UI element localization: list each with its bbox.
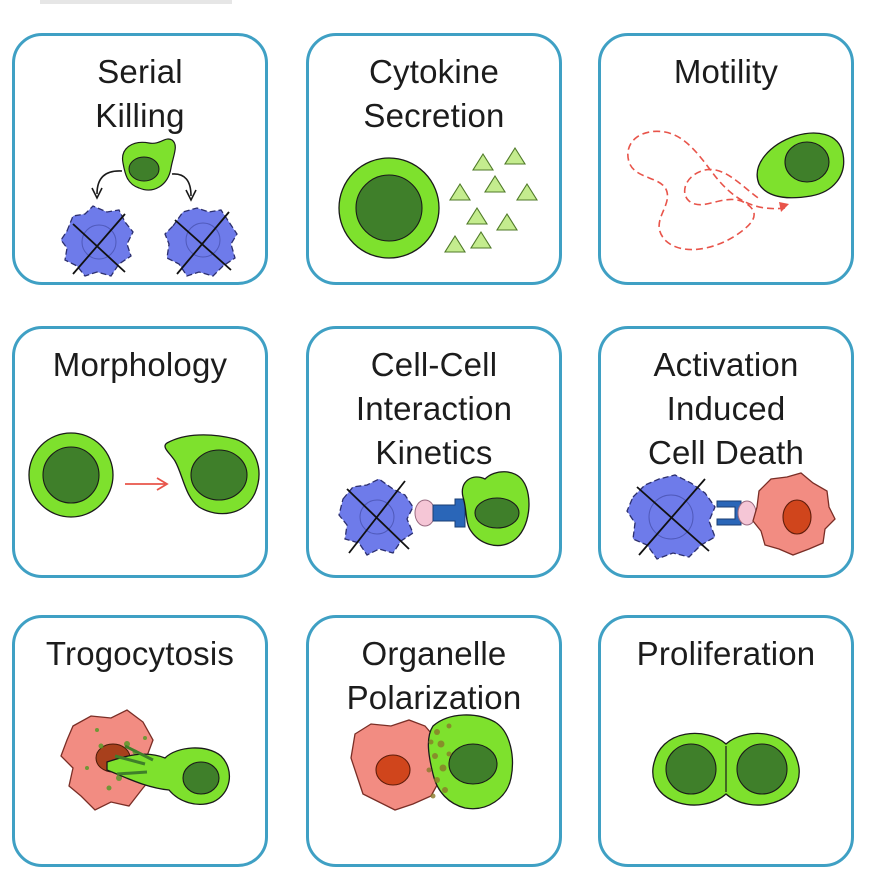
target-cell-nucleus [375,754,411,786]
panel-title: Cytokine Secretion [363,53,505,134]
trogocytosis-illustration [60,709,231,811]
panel-title: Organelle Polarization [346,635,522,716]
synapse-antigen [414,499,436,527]
t-cell-nucleus [448,743,498,785]
panel-cell-cell-interaction-kinetics: Cell-Cell Interaction Kinetics [306,326,562,578]
path-arrowhead [779,202,789,212]
panel-title: Serial Killing [95,53,185,134]
top-edge-line [40,0,232,4]
t-cell-nucleus [355,174,423,242]
organelle-polarization-illustration [350,714,514,811]
panel-motility: Motility [598,33,854,285]
motility-illustration [627,130,845,251]
panel-title: Morphology [52,346,228,383]
panel-morphology: Morphology [12,326,268,578]
polarized-t-cell-nucleus [190,449,248,501]
t-cell-nucleus [474,497,520,529]
panel-title: Cell-Cell Interaction Kinetics [355,346,513,471]
cytokine-secretion-illustration [338,146,538,259]
panel-organelle-polarization: Organelle Polarization [306,615,562,867]
t-cell-nucleus [784,141,830,183]
synapse-receptor [432,498,466,528]
proliferation-illustration [652,732,800,806]
activation-induced-cell-death-illustration [626,472,836,560]
morphology-illustration [28,432,260,518]
dying-t-cell-nucleus [782,499,812,535]
panel-proliferation: Proliferation [598,615,854,867]
polarized-organelles [426,723,452,799]
panel-trogocytosis: Trogocytosis [12,615,268,867]
round-t-cell-nucleus [42,446,100,504]
panel-serial-killing: Serial Killing [12,33,268,285]
panel-title: Motility [673,53,779,90]
interaction-kinetics-illustration [338,471,530,556]
arrow-left [96,170,123,195]
panel-cytokine-secretion: Cytokine Secretion [306,33,562,285]
t-cell-nucleus [182,761,220,795]
synapse-receptor [716,500,742,526]
serial-killing-illustration [60,138,238,277]
cytokine-triangles [444,146,538,253]
panel-title: Proliferation [636,635,816,672]
daughter-nucleus-right [736,743,788,795]
panel-title: Trogocytosis [45,635,235,672]
migration-path [627,130,786,251]
arrow-right [171,173,192,197]
dead-tumor-cell-left [60,205,134,277]
daughter-nucleus-left [665,743,717,795]
panel-title: Activation Induced Cell Death [647,346,805,471]
panel-activation-induced-cell-death: Activation Induced Cell Death [598,326,854,578]
t-cell-nucleus [128,156,160,182]
